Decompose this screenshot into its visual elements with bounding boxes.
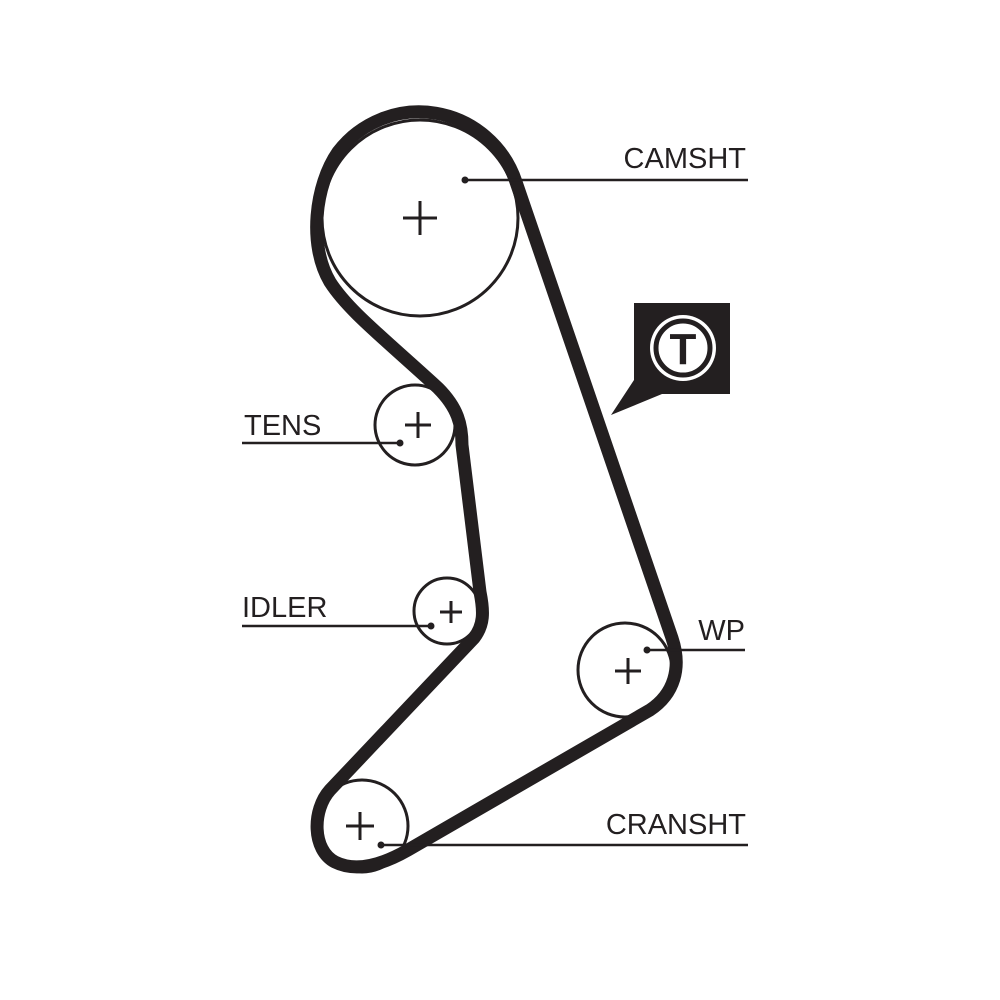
tensioner-label: TENS: [244, 410, 321, 442]
idler-label: IDLER: [242, 592, 327, 624]
center-marks: [346, 201, 641, 840]
tensioner-marker-letter: T: [670, 325, 697, 374]
water-pump-center-icon: [615, 658, 641, 684]
crankshaft-leader: [377, 841, 748, 849]
crankshaft-center-icon: [346, 812, 374, 840]
camshaft-leader: [461, 176, 748, 184]
idler-leader: [242, 622, 435, 630]
water-pump-leader: [643, 646, 745, 654]
water-pump-label: WP: [698, 615, 745, 647]
timing-belt: [310, 105, 683, 874]
tensioner-center-icon: [405, 412, 431, 438]
tensioner-leader: [242, 439, 404, 447]
camshaft-center-icon: [403, 201, 437, 235]
camshaft-label: CAMSHT: [624, 143, 747, 175]
crankshaft-label: CRANSHT: [606, 809, 746, 841]
idler-center-icon: [440, 601, 462, 623]
leader-lines: [242, 176, 748, 849]
tensioner-marker-icon: T: [611, 303, 730, 415]
